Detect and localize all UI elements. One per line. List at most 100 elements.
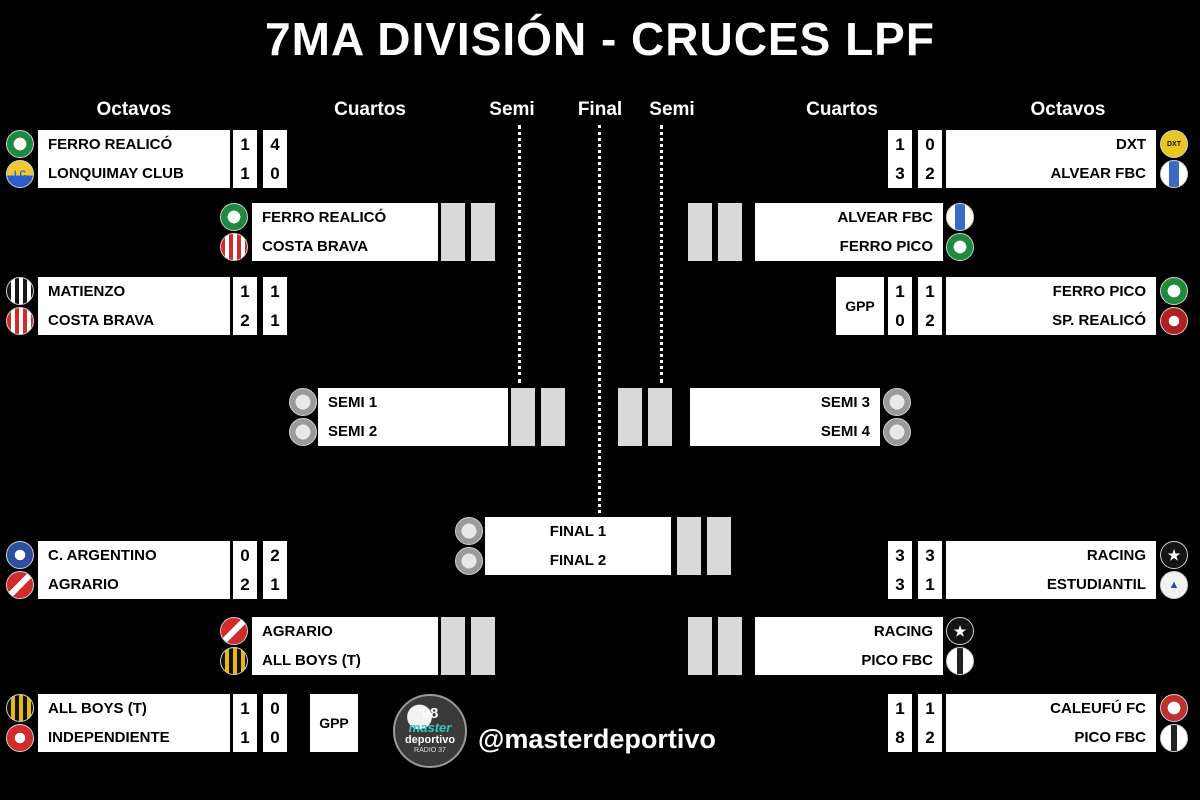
badge-column: ★ bbox=[946, 617, 974, 675]
score-leg1: 1 8 bbox=[888, 694, 912, 752]
team-name: FERRO REALICÓ bbox=[262, 209, 387, 226]
score-value: 3 bbox=[895, 575, 905, 594]
estudiantil-badge: ▲ bbox=[1160, 571, 1188, 599]
team-name: PICO FBC bbox=[861, 652, 933, 669]
score-value: 4 bbox=[270, 135, 280, 154]
badge-column bbox=[6, 541, 34, 599]
score-leg2: 1 2 bbox=[918, 277, 942, 335]
pico-fbc-badge bbox=[1160, 724, 1188, 752]
page-title: 7MA DIVISIÓN - CRUCES LPF bbox=[265, 13, 935, 65]
score-slot-empty bbox=[511, 388, 535, 446]
gpp-label: GPP bbox=[836, 277, 884, 335]
score-leg2: 3 1 bbox=[918, 541, 942, 599]
team-name: PICO FBC bbox=[1074, 729, 1146, 746]
match-box-octavos-right-4: CALEUFÚ FC PICO FBC bbox=[946, 694, 1156, 752]
team-name: COSTA BRAVA bbox=[48, 312, 155, 329]
score-slot-empty bbox=[707, 517, 731, 575]
badge-column bbox=[883, 388, 911, 446]
score-slot-empty bbox=[441, 203, 465, 261]
score-value: 1 bbox=[895, 699, 905, 718]
score-slot-empty bbox=[688, 617, 712, 675]
score-value: 3 bbox=[895, 164, 905, 183]
team-name: SEMI 3 bbox=[820, 394, 870, 411]
dxt-badge-text: DXT bbox=[1167, 140, 1181, 148]
score-slot-empty bbox=[718, 617, 742, 675]
team-name: SEMI 4 bbox=[820, 423, 870, 440]
score-value: 1 bbox=[925, 282, 935, 301]
logo-text-master: master bbox=[408, 720, 452, 735]
gpp-label: GPP bbox=[310, 694, 358, 752]
ferro-pico-badge bbox=[946, 233, 974, 261]
costa-brava-badge bbox=[6, 307, 34, 335]
team-name: AGRARIO bbox=[48, 576, 119, 593]
racing-badge: ★ bbox=[1160, 541, 1188, 569]
team-name: FINAL 1 bbox=[549, 523, 607, 540]
score-value: 1 bbox=[270, 282, 280, 301]
team-name: C. ARGENTINO bbox=[48, 547, 157, 564]
score-value: 1 bbox=[240, 164, 250, 183]
score-value: 1 bbox=[895, 282, 905, 301]
ferro-realico-badge bbox=[6, 130, 34, 158]
badge-column bbox=[455, 517, 483, 575]
badge-column bbox=[220, 617, 248, 675]
score-slot-empty bbox=[718, 203, 742, 261]
team-name: FERRO PICO bbox=[1052, 283, 1146, 300]
score-leg1: 3 3 bbox=[888, 541, 912, 599]
badge-column: ★ ▲ bbox=[1160, 541, 1188, 599]
badge-column: LC bbox=[6, 130, 34, 188]
ferro-pico-badge bbox=[1160, 277, 1188, 305]
score-slot-empty bbox=[688, 203, 712, 261]
pico-fbc-badge bbox=[946, 647, 974, 675]
score-value: 1 bbox=[240, 699, 250, 718]
team-name: FERRO REALICÓ bbox=[48, 136, 173, 153]
match-box-semi-left: SEMI 1 SEMI 2 bbox=[318, 388, 508, 446]
costa-brava-badge bbox=[220, 233, 248, 261]
team-name: CALEUFÚ FC bbox=[1050, 700, 1146, 717]
divider-final bbox=[598, 125, 601, 513]
score-value: 0 bbox=[240, 546, 250, 565]
badge-column: DXT bbox=[1160, 130, 1188, 188]
masterdeportivo-placeholder-badge bbox=[883, 388, 911, 416]
team-name: AGRARIO bbox=[262, 623, 333, 640]
badge-column bbox=[6, 694, 34, 752]
score-leg2: 0 2 bbox=[918, 130, 942, 188]
header-semi-right: Semi bbox=[649, 99, 695, 120]
score-value: 1 bbox=[925, 699, 935, 718]
score-slot-empty bbox=[618, 388, 642, 446]
team-name: MATIENZO bbox=[48, 283, 126, 300]
masterdeportivo-placeholder-badge bbox=[289, 388, 317, 416]
match-box-cuartos-right-1: ALVEAR FBC FERRO PICO bbox=[755, 203, 943, 261]
team-name: DXT bbox=[1116, 136, 1146, 153]
score-slot-empty bbox=[471, 617, 495, 675]
team-name: SP. REALICÓ bbox=[1052, 312, 1146, 329]
team-name: ALVEAR FBC bbox=[1050, 165, 1146, 182]
score-value: 1 bbox=[240, 135, 250, 154]
divider-semi-left bbox=[518, 125, 521, 383]
match-box-octavos-left-2: MATIENZO COSTA BRAVA bbox=[38, 277, 230, 335]
team-name: FINAL 2 bbox=[549, 552, 607, 569]
score-value: 2 bbox=[925, 164, 935, 183]
radio-frequency: 98 bbox=[421, 705, 439, 722]
team-name: SEMI 2 bbox=[328, 423, 378, 440]
sp-realico-badge bbox=[1160, 307, 1188, 335]
score-leg1: 1 3 bbox=[888, 130, 912, 188]
match-box-final: FINAL 1 FINAL 2 bbox=[485, 517, 671, 575]
racing-badge: ★ bbox=[946, 617, 974, 645]
header-cuartos-left: Cuartos bbox=[334, 99, 406, 120]
agrario-badge bbox=[6, 571, 34, 599]
score-value: 1 bbox=[240, 282, 250, 301]
score-value: 1 bbox=[270, 575, 280, 594]
score-leg1: 1 2 bbox=[233, 277, 257, 335]
alvear-fbc-badge bbox=[1160, 160, 1188, 188]
header-cuartos-right: Cuartos bbox=[806, 99, 878, 120]
team-name: SEMI 1 bbox=[328, 394, 378, 411]
score-slot-empty bbox=[677, 517, 701, 575]
masterdeportivo-placeholder-badge bbox=[289, 418, 317, 446]
estudiantil-badge-triangle: ▲ bbox=[1168, 578, 1180, 591]
team-name: ESTUDIANTIL bbox=[1046, 576, 1146, 593]
agrario-badge bbox=[220, 617, 248, 645]
dxt-badge: DXT bbox=[1160, 130, 1188, 158]
team-name: RACING bbox=[1086, 547, 1146, 564]
alvear-fbc-badge bbox=[946, 203, 974, 231]
